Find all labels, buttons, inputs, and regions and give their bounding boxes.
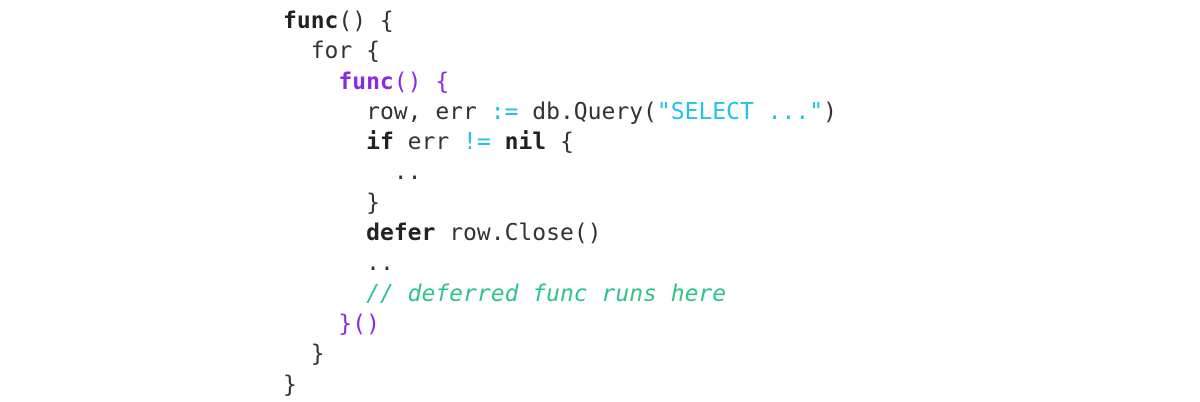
code-line-10: // deferred func runs here [283, 279, 837, 309]
code-line-2: for { [310, 38, 380, 65]
neq-operator: != [463, 129, 491, 156]
code-line-9: .. [366, 250, 394, 277]
sql-string: "SELECT ..." [656, 98, 824, 125]
code-block: func() { for { func() { row, err := db.Q… [283, 6, 837, 400]
code-line-13: } [283, 371, 297, 398]
code-line-1: func() { [283, 8, 394, 34]
inner-func-close: }() [338, 310, 380, 337]
code-line-4: row, err := db.Query("SELECT ...") [366, 98, 837, 125]
code-line-11: }() [283, 309, 837, 339]
code-line-7: } [366, 189, 380, 216]
code-comment: // deferred func runs here [366, 280, 727, 307]
code-line-3: func() { [338, 68, 450, 95]
keyword-defer: defer [366, 220, 436, 247]
code-line-8: defer row.Close() [366, 220, 602, 247]
keyword-func-inner: func [338, 68, 394, 95]
code-line-12: } [310, 341, 325, 368]
assign-operator: := [490, 98, 519, 125]
keyword-func: func [283, 8, 339, 34]
code-line-6: .. [393, 159, 422, 186]
keyword-if: if [366, 129, 394, 156]
keyword-nil: nil [504, 129, 547, 156]
code-line-5: if err != nil { [366, 129, 574, 156]
